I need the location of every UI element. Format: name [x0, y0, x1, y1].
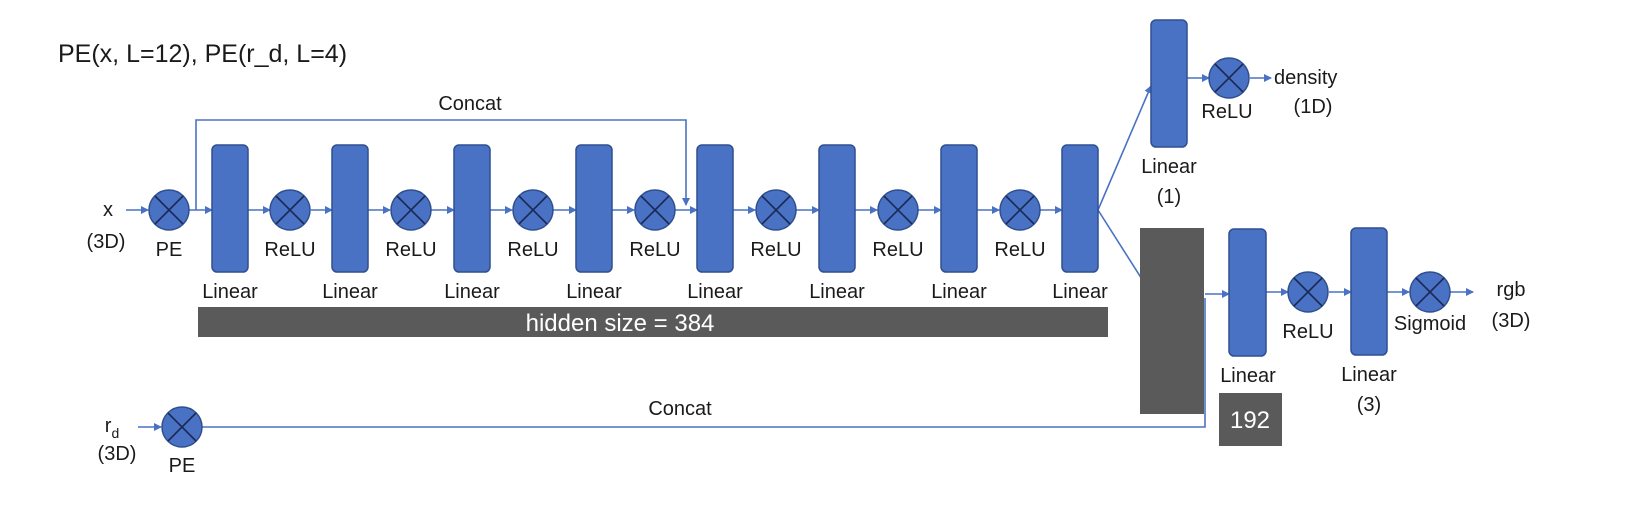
linear-block-2 — [331, 144, 369, 273]
linear-block-1 — [211, 144, 249, 273]
input-rd-label: rd — [105, 415, 119, 441]
density-relu-operator — [1208, 57, 1250, 99]
rgb-linear-block-1 — [1228, 228, 1267, 357]
rgb-relu-label: ReLU — [1282, 321, 1333, 343]
relu-label-7: ReLU — [994, 239, 1045, 261]
relu-label-4: ReLU — [629, 239, 680, 261]
rgb-concat-mask — [1140, 228, 1204, 414]
rgb-linear-label-1: Linear — [1220, 365, 1276, 387]
hidden-size-banner — [198, 307, 1108, 337]
diagram-header: PE(x, L=12), PE(r_d, L=4) — [58, 40, 347, 68]
linear-block-3 — [453, 144, 491, 273]
circle-x-icon — [269, 189, 311, 231]
linear-block-8 — [1061, 144, 1099, 273]
input-rd-name: r — [105, 415, 112, 437]
sigmoid-label: Sigmoid — [1394, 313, 1466, 335]
relu-label-3: ReLU — [507, 239, 558, 261]
circle-x-icon — [512, 189, 554, 231]
density-relu-label: ReLU — [1201, 101, 1252, 123]
rgb-linear-label-2: Linear — [1341, 364, 1397, 386]
input-x-label: x — [103, 199, 113, 221]
trunk-linear-blocks — [211, 144, 1099, 273]
linear-block-7 — [940, 144, 978, 273]
linear-label-2: Linear — [322, 281, 378, 303]
linear-label-6: Linear — [809, 281, 865, 303]
linear-label-5: Linear — [687, 281, 743, 303]
rgb-output-label: rgb — [1497, 279, 1526, 301]
relu-label-2: ReLU — [385, 239, 436, 261]
density-linear-dim: (1) — [1157, 186, 1181, 208]
rgb-output-dim: (3D) — [1492, 310, 1531, 332]
pe-operator-rd — [161, 406, 203, 448]
rgb-hidden-banner — [1219, 393, 1282, 446]
linear-label-3: Linear — [444, 281, 500, 303]
relu-label-1: ReLU — [264, 239, 315, 261]
input-rd-dim: (3D) — [98, 443, 137, 465]
trunk-relu-operators — [269, 189, 1041, 231]
density-linear-block — [1150, 19, 1188, 148]
density-linear-label: Linear — [1141, 156, 1197, 178]
circle-x-icon — [390, 189, 432, 231]
linear-label-4: Linear — [566, 281, 622, 303]
linear-label-8: Linear — [1052, 281, 1108, 303]
input-x-dim: (3D) — [87, 231, 126, 253]
relu-label-5: ReLU — [750, 239, 801, 261]
density-output-label: density — [1274, 67, 1337, 89]
linear-label-7: Linear — [931, 281, 987, 303]
relu-label-6: ReLU — [872, 239, 923, 261]
pe-operator-x — [148, 189, 190, 231]
hidden-size-text: hidden size = 384 — [526, 310, 715, 337]
linear-block-5 — [696, 144, 734, 273]
concat-label-bottom: Concat — [648, 398, 712, 420]
input-rd-subscript: d — [111, 425, 119, 441]
sigmoid-operator — [1409, 271, 1451, 313]
rgb-linear-block-2 — [1350, 227, 1388, 356]
labels: x (3D) PE Concat ReLU ReLU ReLU ReLU ReL… — [87, 67, 1531, 477]
linear-label-1: Linear — [202, 281, 258, 303]
circle-x-icon — [755, 189, 797, 231]
linear-block-6 — [818, 144, 856, 273]
pe-label-x: PE — [156, 239, 183, 261]
rgb-relu-operator — [1287, 271, 1329, 313]
concat-label-top: Concat — [438, 93, 502, 115]
main-wires — [126, 74, 1474, 431]
rgb-hidden-text: 192 — [1230, 407, 1270, 434]
density-output-dim: (1D) — [1294, 96, 1333, 118]
circle-x-icon — [634, 189, 676, 231]
circle-x-icon — [999, 189, 1041, 231]
linear-block-4 — [575, 144, 613, 273]
rgb-linear-dim: (3) — [1357, 394, 1381, 416]
pe-label-rd: PE — [169, 455, 196, 477]
circle-x-icon — [877, 189, 919, 231]
